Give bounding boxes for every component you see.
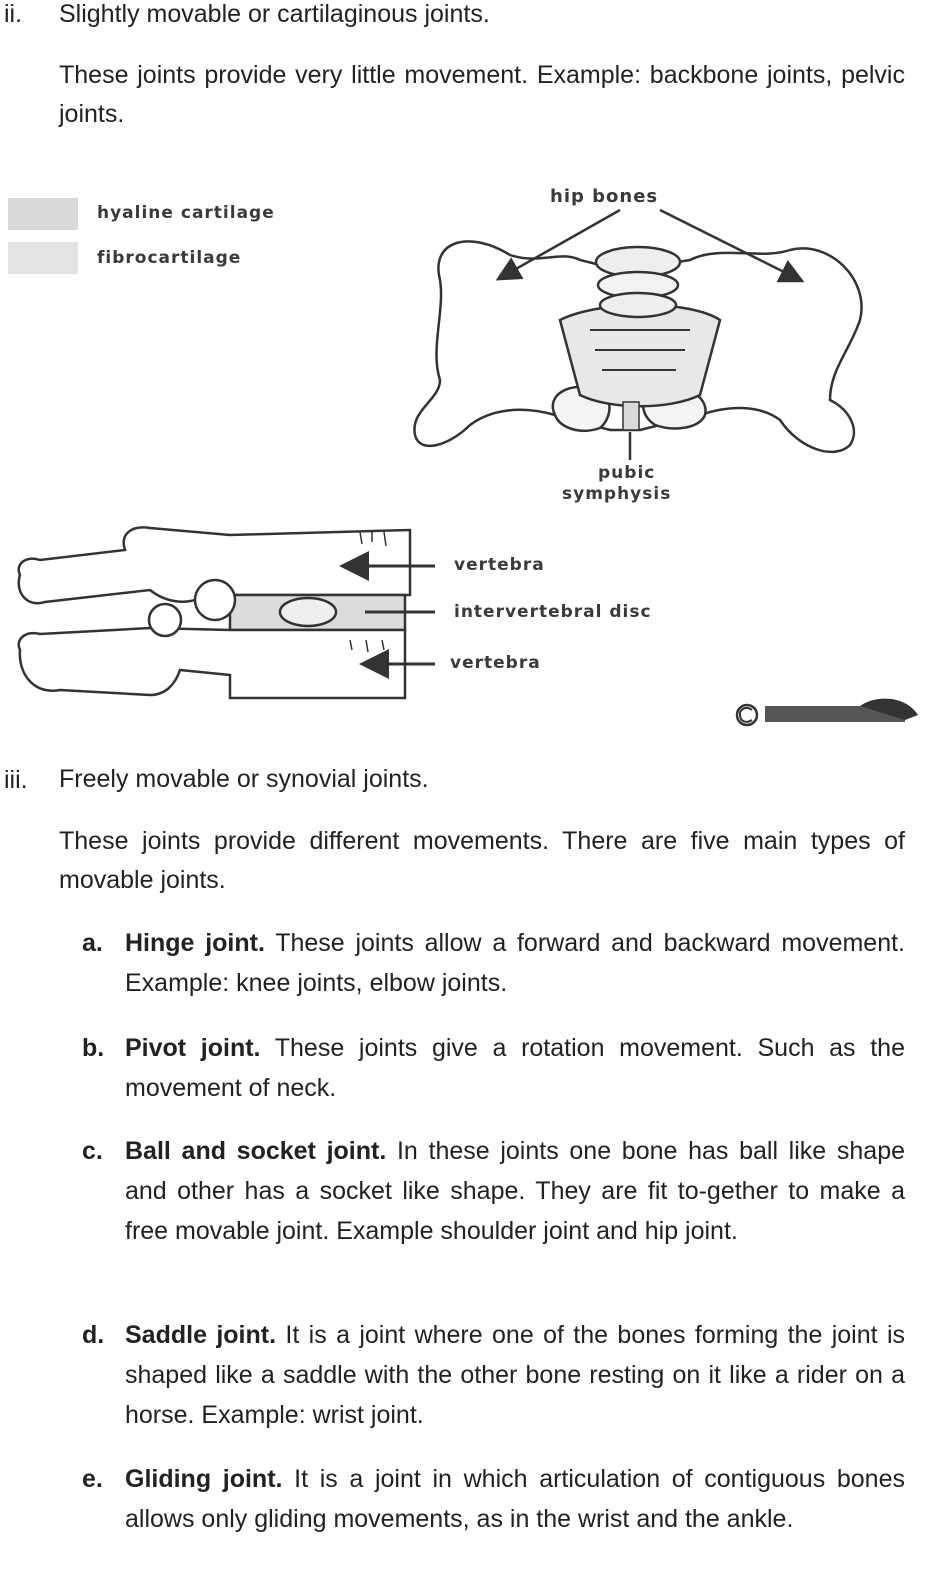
- item-term: Hinge joint.: [125, 929, 265, 957]
- item-text: These joints allow a forward and backwar…: [125, 929, 905, 997]
- item-text: These joints give a rotation movement. S…: [125, 1034, 905, 1102]
- item-letter: e.: [82, 1465, 103, 1493]
- symphysis-label: symphysis: [562, 484, 672, 504]
- vertebrae-drawing: [17, 526, 412, 700]
- joint-type-item: c. Ball and socket joint. In these joint…: [82, 1131, 905, 1251]
- hip-bones-label: hip bones: [550, 186, 659, 207]
- fibrocartilage-swatch: [8, 242, 78, 274]
- item-letter: b.: [82, 1034, 105, 1062]
- copyright-logo: [735, 698, 918, 727]
- section-ii-heading: Slightly movable or cartilaginous joints…: [59, 0, 490, 28]
- hyaline-cartilage-swatch: [8, 198, 78, 230]
- joint-type-item: a. Hinge joint. These joints allow a for…: [82, 923, 905, 1003]
- item-text: It is a joint where one of the bones for…: [125, 1321, 906, 1429]
- section-iii-heading: Freely movable or synovial joints.: [59, 765, 429, 793]
- vertebra-bottom-label: vertebra: [450, 653, 541, 673]
- cartilaginous-joints-figure: hyaline cartilage fibrocartilage: [0, 170, 938, 755]
- intervertebral-disc-label: intervertebral disc: [454, 602, 652, 622]
- bones-illustration: [17, 208, 918, 727]
- section-ii-description: These joints provide very little movemen…: [59, 61, 905, 128]
- joint-type-item: e. Gliding joint. It is a joint in which…: [82, 1459, 905, 1539]
- item-text: It is a joint in which articulation of c…: [125, 1465, 905, 1533]
- item-letter: c.: [82, 1137, 103, 1165]
- section-ii-numeral: ii.: [4, 0, 23, 28]
- item-term: Ball and socket joint.: [125, 1137, 387, 1165]
- joint-type-item: b. Pivot joint. These joints give a rota…: [82, 1028, 905, 1108]
- joint-type-item: d. Saddle joint. It is a joint where one…: [82, 1315, 905, 1435]
- item-letter: d.: [82, 1321, 105, 1349]
- item-term: Gliding joint.: [125, 1465, 283, 1493]
- pubic-label: pubic: [598, 463, 656, 483]
- pelvis-drawing: [413, 240, 863, 454]
- legend-hyaline-label: hyaline cartilage: [97, 203, 275, 223]
- item-term: Saddle joint.: [125, 1321, 277, 1349]
- item-term: Pivot joint.: [125, 1034, 261, 1062]
- item-text: In these joints one bone has ball like s…: [125, 1137, 905, 1245]
- vertebra-top-label: vertebra: [454, 555, 545, 575]
- item-letter: a.: [82, 929, 103, 957]
- section-iii-numeral: iii.: [4, 766, 28, 794]
- legend-fibrocartilage-label: fibrocartilage: [97, 248, 242, 268]
- section-iii-description: These joints provide different movements…: [59, 827, 905, 894]
